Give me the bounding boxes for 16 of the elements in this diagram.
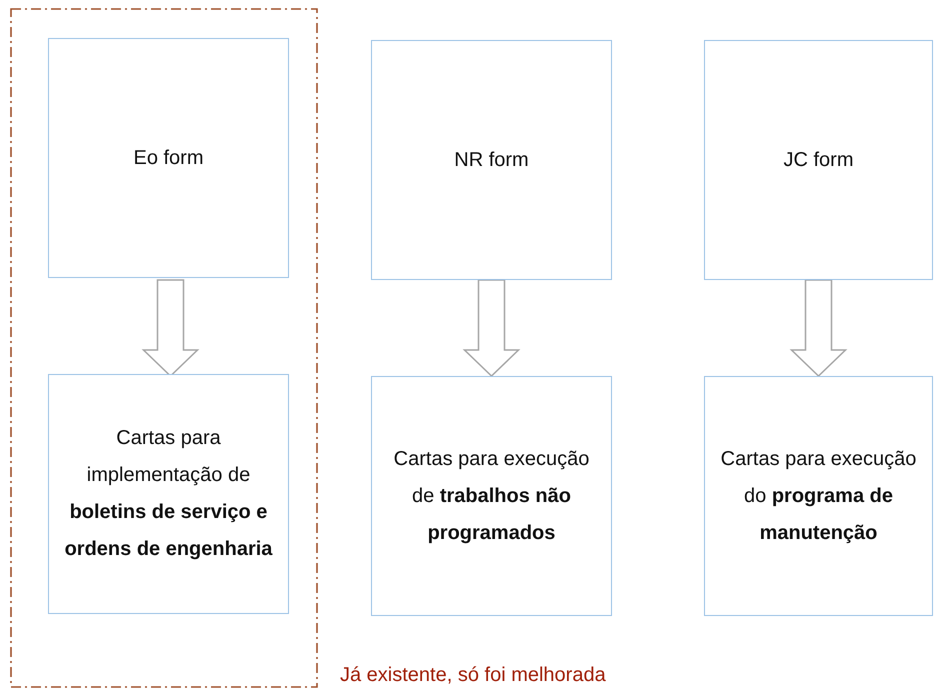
box-text: JC form — [784, 148, 854, 172]
process-box — [48, 38, 289, 278]
box-text: Cartas para implementação de boletins de serviço e ordens de engenharia — [64, 426, 274, 562]
box-text: NR form — [454, 148, 529, 172]
process-box — [704, 40, 933, 280]
box-text: Cartas para execução do programa de manutenção — [720, 446, 918, 546]
block-arrow — [790, 279, 848, 378]
process-box — [48, 374, 289, 614]
block-arrow — [462, 279, 520, 378]
process-box — [371, 376, 612, 616]
group-frame — [10, 8, 318, 688]
process-box — [371, 40, 612, 280]
process-box — [704, 376, 933, 616]
note-text: Já existente, só foi melhorada — [340, 664, 606, 687]
box-text: Eo form — [133, 146, 204, 170]
box-text: Cartas para execução de trabalhos não programados — [392, 446, 590, 546]
